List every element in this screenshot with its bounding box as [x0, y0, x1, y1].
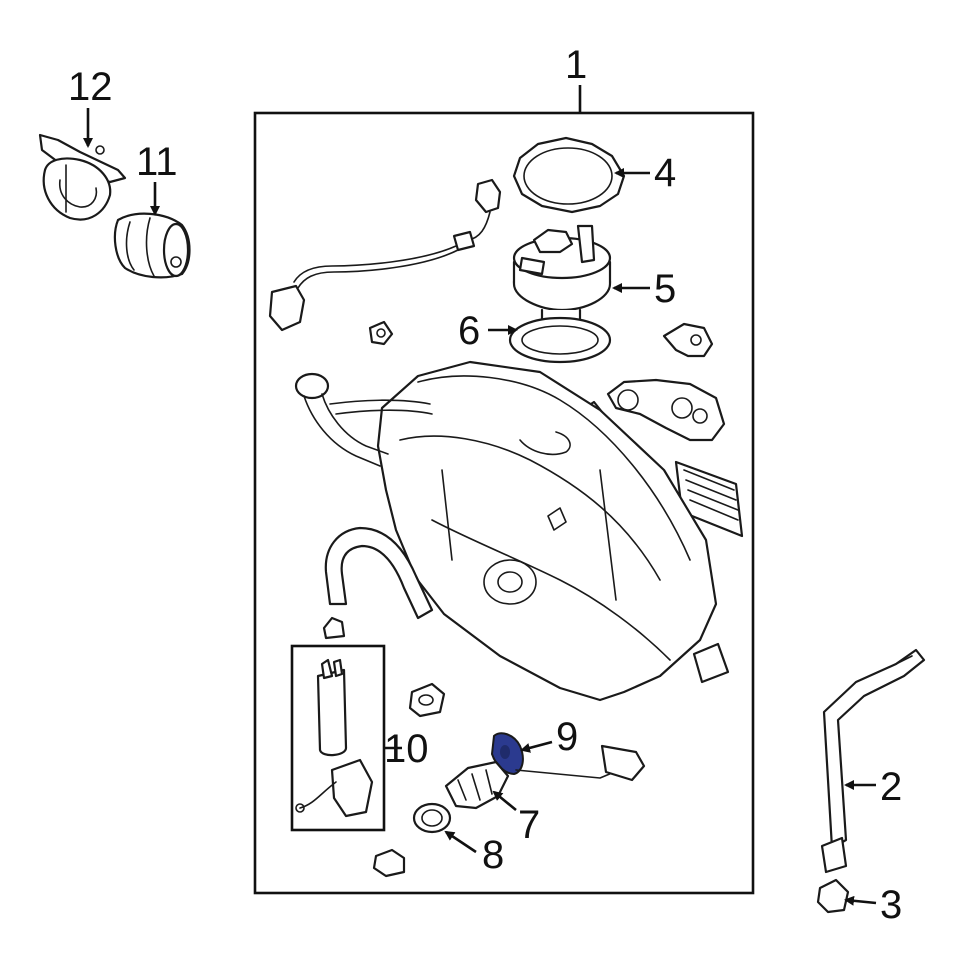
heat-shield-plate	[606, 378, 726, 442]
wiring-harness	[268, 178, 502, 332]
part-3-clamp	[816, 878, 850, 914]
part-2-filler-tube	[820, 648, 926, 874]
part-8-oring	[412, 802, 452, 834]
assembly-frame	[253, 111, 755, 895]
leader-7	[492, 790, 517, 812]
part-4-seal-ring	[512, 136, 626, 214]
leader-9	[520, 740, 553, 753]
bottom-grommet	[372, 848, 406, 878]
leader-3	[844, 895, 877, 906]
fitting-small-left	[368, 320, 394, 346]
pad-bracket	[692, 642, 730, 684]
vent-hose	[324, 526, 434, 620]
callout-9: 9	[556, 715, 578, 759]
callout-4: 4	[654, 151, 676, 195]
part-12-bracket	[38, 133, 127, 221]
float-arm	[515, 744, 646, 782]
leader-8	[444, 830, 477, 854]
fuel-tank-body	[376, 360, 718, 702]
part-7-pump-module	[444, 760, 510, 810]
callout-8: 8	[482, 833, 504, 877]
callout-11: 11	[136, 140, 178, 184]
valve-fitting-right	[662, 322, 714, 358]
callout-10: 10	[384, 727, 429, 771]
grommet	[408, 682, 446, 718]
part-6-gasket	[508, 316, 612, 364]
callout-6: 6	[458, 309, 480, 353]
callout-1: 1	[565, 43, 587, 87]
pump-kit-frame	[290, 644, 386, 832]
nut-fitting	[322, 616, 346, 640]
part-10-pump-kit	[295, 658, 374, 818]
part-11-bushing	[113, 212, 191, 279]
filler-pipe	[294, 372, 433, 467]
callout-2: 2	[880, 765, 902, 809]
callout-3: 3	[880, 883, 902, 927]
callout-12: 12	[68, 65, 113, 109]
part-5-sender-unit	[512, 224, 612, 332]
callout-7: 7	[518, 803, 540, 847]
callout-5: 5	[654, 267, 676, 311]
